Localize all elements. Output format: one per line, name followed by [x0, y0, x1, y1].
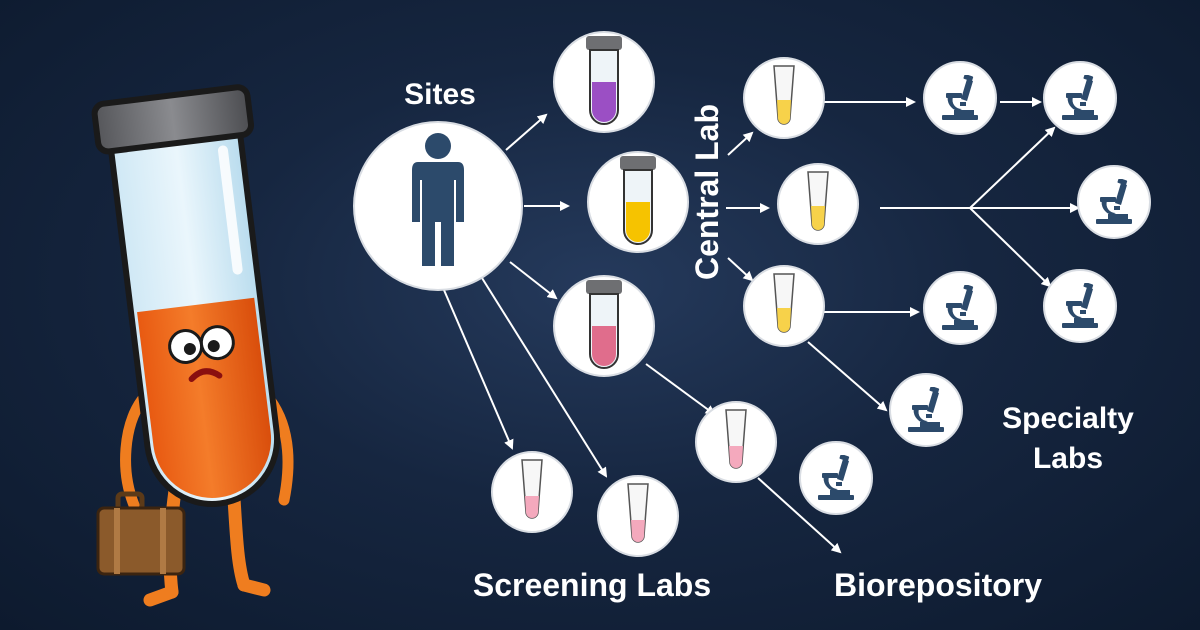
- microscope-node: [1043, 269, 1117, 343]
- specialty-labs-label-line2: Labs: [1033, 442, 1103, 475]
- suitcase-icon: [96, 491, 186, 576]
- sad-test-tube-mascot-icon: [91, 84, 294, 607]
- microscope-node: [889, 373, 963, 447]
- test-tube-icon: [586, 280, 622, 369]
- screening-lab-tube-2: [597, 475, 679, 557]
- screening-labs-label: Screening Labs: [473, 567, 711, 603]
- biorepository-tube: [695, 401, 777, 483]
- microscope-node: [923, 271, 997, 345]
- microscope-node: [799, 441, 873, 515]
- test-tube-icon: [620, 156, 656, 245]
- tube-node-purple: [553, 31, 655, 133]
- microscope-node: [1043, 61, 1117, 135]
- tube-node-yellow: [587, 151, 689, 253]
- test-tube-icon: [586, 36, 622, 125]
- sites-node: [353, 121, 523, 291]
- specialty-labs-label-line1: Specialty: [1002, 402, 1134, 435]
- tube-node-pink: [553, 275, 655, 377]
- person-icon: [412, 133, 464, 266]
- sites-label: Sites: [404, 78, 476, 111]
- central-lab-tube-top: [743, 57, 825, 139]
- microscope-node: [1077, 165, 1151, 239]
- flow-arrows: [443, 97, 1080, 554]
- biorepository-label: Biorepository: [834, 567, 1042, 603]
- microscope-node: [923, 61, 997, 135]
- central-lab-tube-middle: [777, 163, 859, 245]
- central-lab-tube-bottom: [743, 265, 825, 347]
- central-lab-label: Central Lab: [689, 104, 725, 280]
- screening-lab-tube-1: [491, 451, 573, 533]
